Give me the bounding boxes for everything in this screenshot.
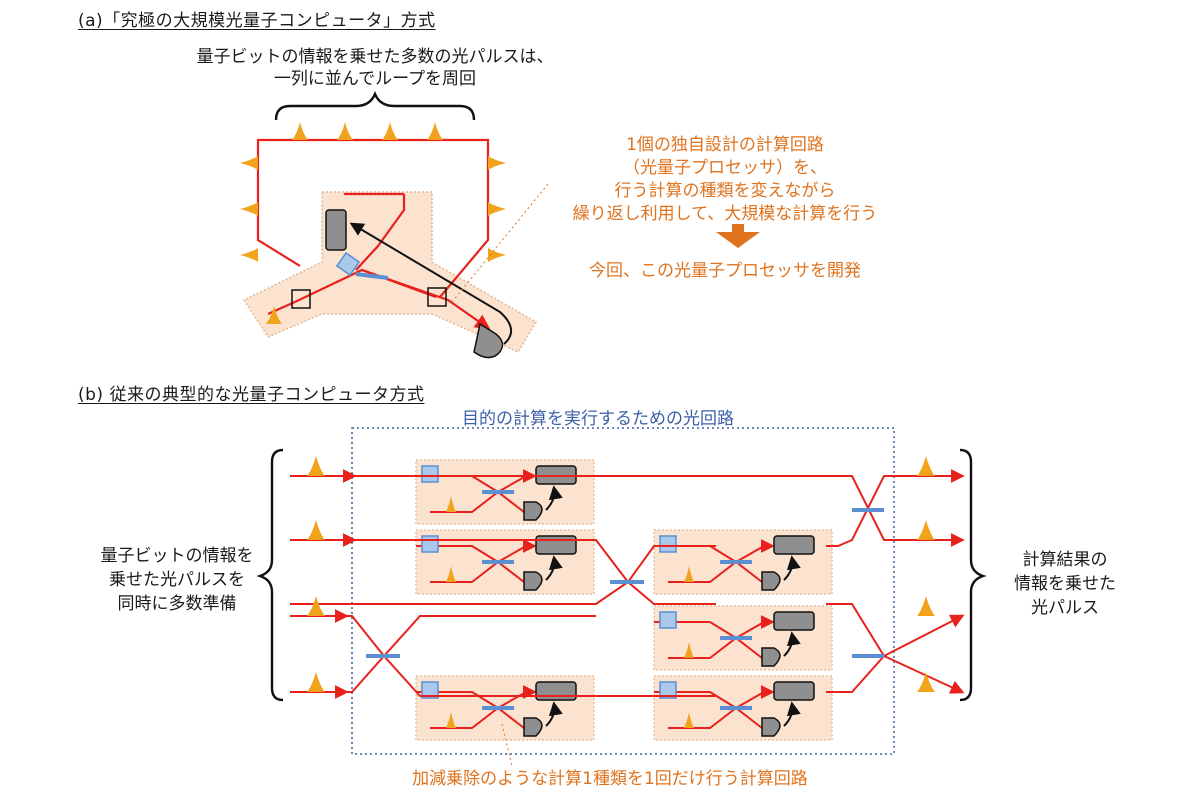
module-homodyne-detector xyxy=(523,571,543,591)
module-pulse xyxy=(446,712,456,728)
loop-caption-line-2: 一列に並んでループを周回 xyxy=(273,69,477,89)
processor-module-5 xyxy=(653,675,833,741)
right-line-1: 計算結果の xyxy=(1022,550,1108,570)
module-beam-upper xyxy=(416,545,525,583)
homodyne-detector-a xyxy=(473,322,504,359)
processor-module-4 xyxy=(653,605,833,671)
pulses-b xyxy=(307,456,935,692)
result-arrow xyxy=(716,224,760,248)
module-homodyne-detector xyxy=(761,571,781,591)
section-a-heading: (a)「究極の大規模光量子コンピュータ」方式 xyxy=(78,11,436,31)
processor-module-3 xyxy=(653,529,833,595)
module-homodyne-detector xyxy=(761,647,781,667)
input-pulse-1 xyxy=(307,456,325,476)
module-phase-shifter xyxy=(421,465,439,483)
module-phase-shifter xyxy=(659,535,677,553)
processor-module-1 xyxy=(415,459,595,525)
module-phase-shifter xyxy=(421,681,439,699)
input-brace xyxy=(256,448,284,702)
module-pulse xyxy=(684,712,694,728)
module-phase-shifter xyxy=(421,535,439,553)
input-pulse-3 xyxy=(307,596,325,616)
processor-modules xyxy=(415,459,833,741)
module-feedforward-arrow xyxy=(545,555,563,581)
optical-circuit-label: 目的の計算を実行するための光回路 xyxy=(462,409,734,429)
crossing-splitters xyxy=(366,508,884,658)
module-detector xyxy=(773,681,815,701)
processor-shape-a xyxy=(242,191,538,353)
optical-circuit-box xyxy=(351,427,895,755)
module-pulse xyxy=(684,566,694,582)
input-arrowheads xyxy=(330,469,357,699)
bottom-circuit-label: 加減乗除のような計算1種類を1回だけ行う計算回路 xyxy=(412,769,808,789)
module-homodyne-detector xyxy=(761,717,781,737)
module-feedforward-arrow xyxy=(545,701,563,727)
module-beam-upper xyxy=(416,691,525,729)
loop-caption: 量子ビットの情報を乗せた多数の光パルスは、 一列に並んでループを周回 xyxy=(150,46,600,90)
processor-module-6 xyxy=(415,675,595,741)
module-detector xyxy=(535,535,577,555)
processor-description: 1個の独自設計の計算回路 （光量子プロセッサ）を、 行う計算の種類を変えながら … xyxy=(545,134,905,226)
phase-shifter-a xyxy=(335,251,361,277)
module-phase-shifter xyxy=(659,611,677,629)
beam-splitter-a xyxy=(355,272,389,280)
feedforward-arrow-a xyxy=(349,222,512,345)
section-b-heading: (b) 従来の典型的な光量子コンピュータ方式 xyxy=(78,385,425,405)
loop-caption-line-1: 量子ビットの情報を乗せた多数の光パルスは、 xyxy=(196,47,554,67)
module-feedforward-arrow xyxy=(545,485,563,511)
detector-a xyxy=(325,209,347,251)
module-pulse xyxy=(684,642,694,658)
processor-line-1: 1個の独自設計の計算回路 xyxy=(626,135,824,155)
output-pulse-1 xyxy=(917,456,935,476)
callout-line-a xyxy=(451,183,549,303)
output-brace xyxy=(959,448,987,702)
module-beam-upper xyxy=(654,691,763,729)
switch-right-a xyxy=(427,287,447,307)
module-feedforward-arrow xyxy=(783,631,801,657)
module-homodyne-detector xyxy=(523,717,543,737)
input-pulse-2 xyxy=(307,520,325,540)
input-pulse-4 xyxy=(307,672,325,692)
module-pulse xyxy=(446,566,456,582)
bottom-callout-line xyxy=(501,723,513,767)
output-beams xyxy=(826,469,965,694)
loop-brace xyxy=(274,90,476,121)
module-pulse xyxy=(446,496,456,512)
left-line-3: 同時に多数準備 xyxy=(117,594,237,614)
processor-line-4: 繰り返し利用して、大規模な計算を行う xyxy=(572,204,878,224)
left-line-1: 量子ビットの情報を xyxy=(100,546,254,566)
module-feedforward-arrow xyxy=(783,555,801,581)
output-pulse-2 xyxy=(917,520,935,540)
switch-left-a xyxy=(291,289,311,309)
module-homodyne-detector xyxy=(523,501,543,521)
loop-pulses xyxy=(240,122,506,324)
output-pulse-4 xyxy=(917,672,935,692)
output-pulse-3 xyxy=(917,596,935,616)
right-line-3: 光パルス xyxy=(1031,598,1099,618)
result-text: 今回、この光量子プロセッサを開発 xyxy=(589,261,861,281)
right-line-2: 情報を乗せた xyxy=(1014,574,1116,594)
module-detector xyxy=(535,681,577,701)
module-beam-upper xyxy=(654,621,763,659)
processor-line-2: （光量子プロセッサ）を、 xyxy=(623,158,827,178)
right-description: 計算結果の 情報を乗せた 光パルス xyxy=(990,548,1140,620)
processor-elements-a xyxy=(291,209,512,359)
processor-line-3: 行う計算の種類を変えながら xyxy=(614,181,836,201)
loop-beam xyxy=(256,138,491,330)
module-phase-shifter xyxy=(659,681,677,699)
module-detector xyxy=(773,535,815,555)
left-description: 量子ビットの情報を 乗せた光パルスを 同時に多数準備 xyxy=(82,544,272,616)
left-line-2: 乗せた光パルスを xyxy=(109,570,245,590)
module-detector xyxy=(773,611,815,631)
module-feedforward-arrow xyxy=(783,701,801,727)
